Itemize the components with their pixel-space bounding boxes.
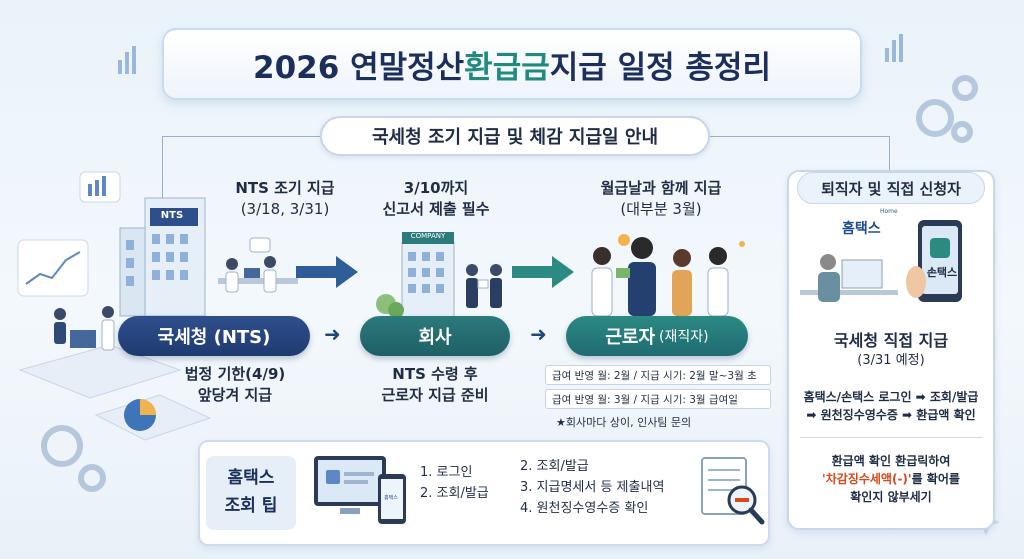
tip-list-col1: 1. 로그인 2. 조회/발급 xyxy=(420,465,489,501)
bracket-line-right xyxy=(710,136,890,172)
page-title: 2026 연말정산 환급금 지급 일정 총정리 xyxy=(162,28,862,100)
workers-illustration xyxy=(591,234,745,317)
nts-building-sign: NTS xyxy=(160,210,184,221)
right-panel-steps: 홈택스/손택스 로그인 ➡ 조회/발급 ➡ 원천징수영수증 ➡ 환급액 확인 xyxy=(803,390,979,422)
hometax-home-label: Home xyxy=(880,208,898,215)
sontax-label: 손택스 xyxy=(926,266,958,279)
bracket-line-left xyxy=(162,136,320,216)
nts-building-illustration xyxy=(119,197,298,317)
stage-nts-pill: 국세청 (NTS) xyxy=(118,316,310,356)
flow-arrow-nts-to-company xyxy=(296,256,358,288)
company-caption-top: 3/10까지 신고서 제출 필수 xyxy=(382,179,490,218)
nts-caption-top: NTS 조기 지급 (3/18, 3/31) xyxy=(235,179,335,218)
stage-company-pill: 회사 xyxy=(360,316,510,356)
tip-phone-label: 홈택스 xyxy=(384,495,398,501)
hometax-logo: 홈택스 xyxy=(842,221,881,237)
right-panel-main: 국세청 직접 지급 (3/31 예정) xyxy=(833,331,949,368)
company-building-illustration xyxy=(376,232,502,319)
worker-caption-top: 월급날과 함께 지급 (대부분 3월) xyxy=(600,179,722,218)
company-building-sign: COMPANY xyxy=(410,232,446,240)
tip-panel-label: 홈택스 조회 팁 xyxy=(206,456,296,530)
right-panel-heading: 퇴직자 및 직접 신청자 xyxy=(797,172,985,204)
document-magnifier-icon xyxy=(701,457,765,525)
nts-caption-bottom: 법정 기한(4/9) 앞당겨 지급 xyxy=(184,365,286,404)
worker-info-row-2: 급여 반영 월: 3월 / 지급 시기: 3월 급여일 xyxy=(545,389,771,409)
right-panel-divider xyxy=(800,437,982,438)
worker-info-row-1: 급여 반영 월: 2월 / 지급 시기: 2월 말~3월 초 xyxy=(545,365,771,385)
retiree-illustration xyxy=(800,220,962,302)
tip-list-col2: 2. 조회/발급 3. 지급명세서 등 제출내역 4. 원천징수영수증 확인 xyxy=(520,459,665,516)
monitor-phone-icon xyxy=(314,456,406,524)
flow-arrow-company-to-worker xyxy=(512,256,574,288)
right-panel-check: 환급액 확인 환급릭하여 '차감징수세액(-)'를 확어를 확인지 않부세기 xyxy=(822,454,960,504)
worker-note: ★회사마다 상이, 인사팀 문의 xyxy=(556,416,692,429)
stage-worker-pill: 근로자(재직자) xyxy=(566,316,748,356)
small-arrow-2: ➜ xyxy=(530,322,547,346)
small-arrow-1: ➜ xyxy=(324,322,341,346)
subtitle-pill: 국세청 조기 지급 및 체감 지급일 안내 xyxy=(320,116,710,156)
company-caption-bottom: NTS 수령 후 근로자 지급 준비 xyxy=(381,365,489,404)
